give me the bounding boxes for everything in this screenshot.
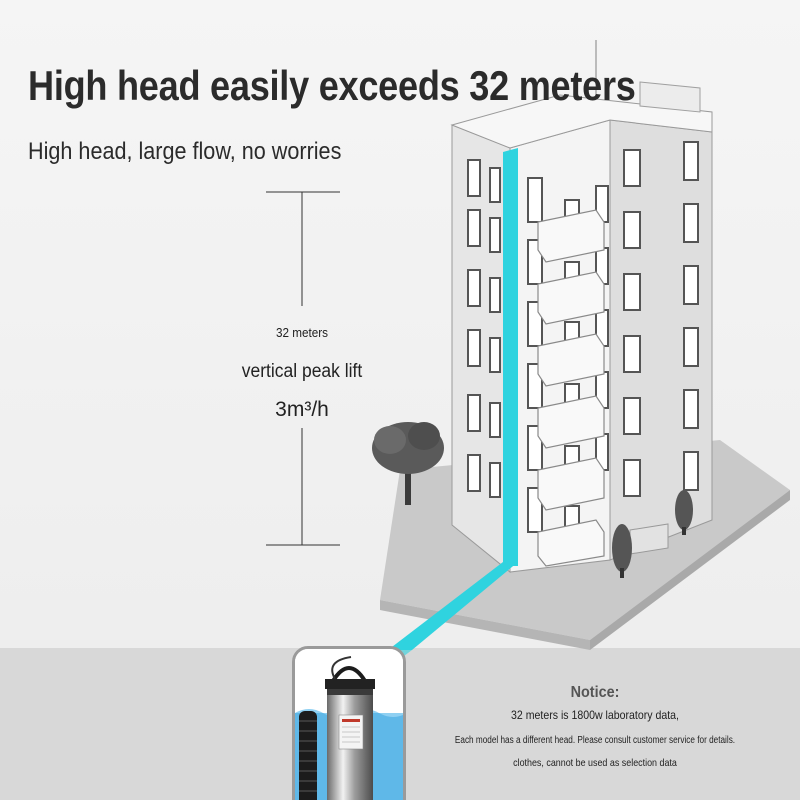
submersible-pump bbox=[295, 649, 403, 800]
lift-label: vertical peak lift bbox=[241, 361, 363, 382]
notice-title: Notice: bbox=[570, 684, 620, 701]
notice-line: 32 meters is 1800w laboratory data, bbox=[511, 708, 679, 722]
headline: High head easily exceeds 32 meters bbox=[28, 62, 636, 109]
building-illustration bbox=[450, 40, 713, 574]
notice-line: clothes, cannot be used as selection dat… bbox=[513, 757, 677, 769]
subheadline: High head, large flow, no worries bbox=[28, 138, 342, 165]
notice-line: Each model has a different head. Please … bbox=[454, 735, 736, 746]
cypress-shrub bbox=[612, 490, 693, 578]
height-value: 32 meters bbox=[275, 325, 329, 340]
pump-image-frame bbox=[292, 646, 406, 800]
height-measure bbox=[266, 191, 340, 546]
flow-value: 3m³/h bbox=[275, 398, 329, 421]
notice-block: Notice: 32 meters is 1800w laboratory da… bbox=[420, 684, 770, 769]
tree bbox=[372, 422, 444, 505]
